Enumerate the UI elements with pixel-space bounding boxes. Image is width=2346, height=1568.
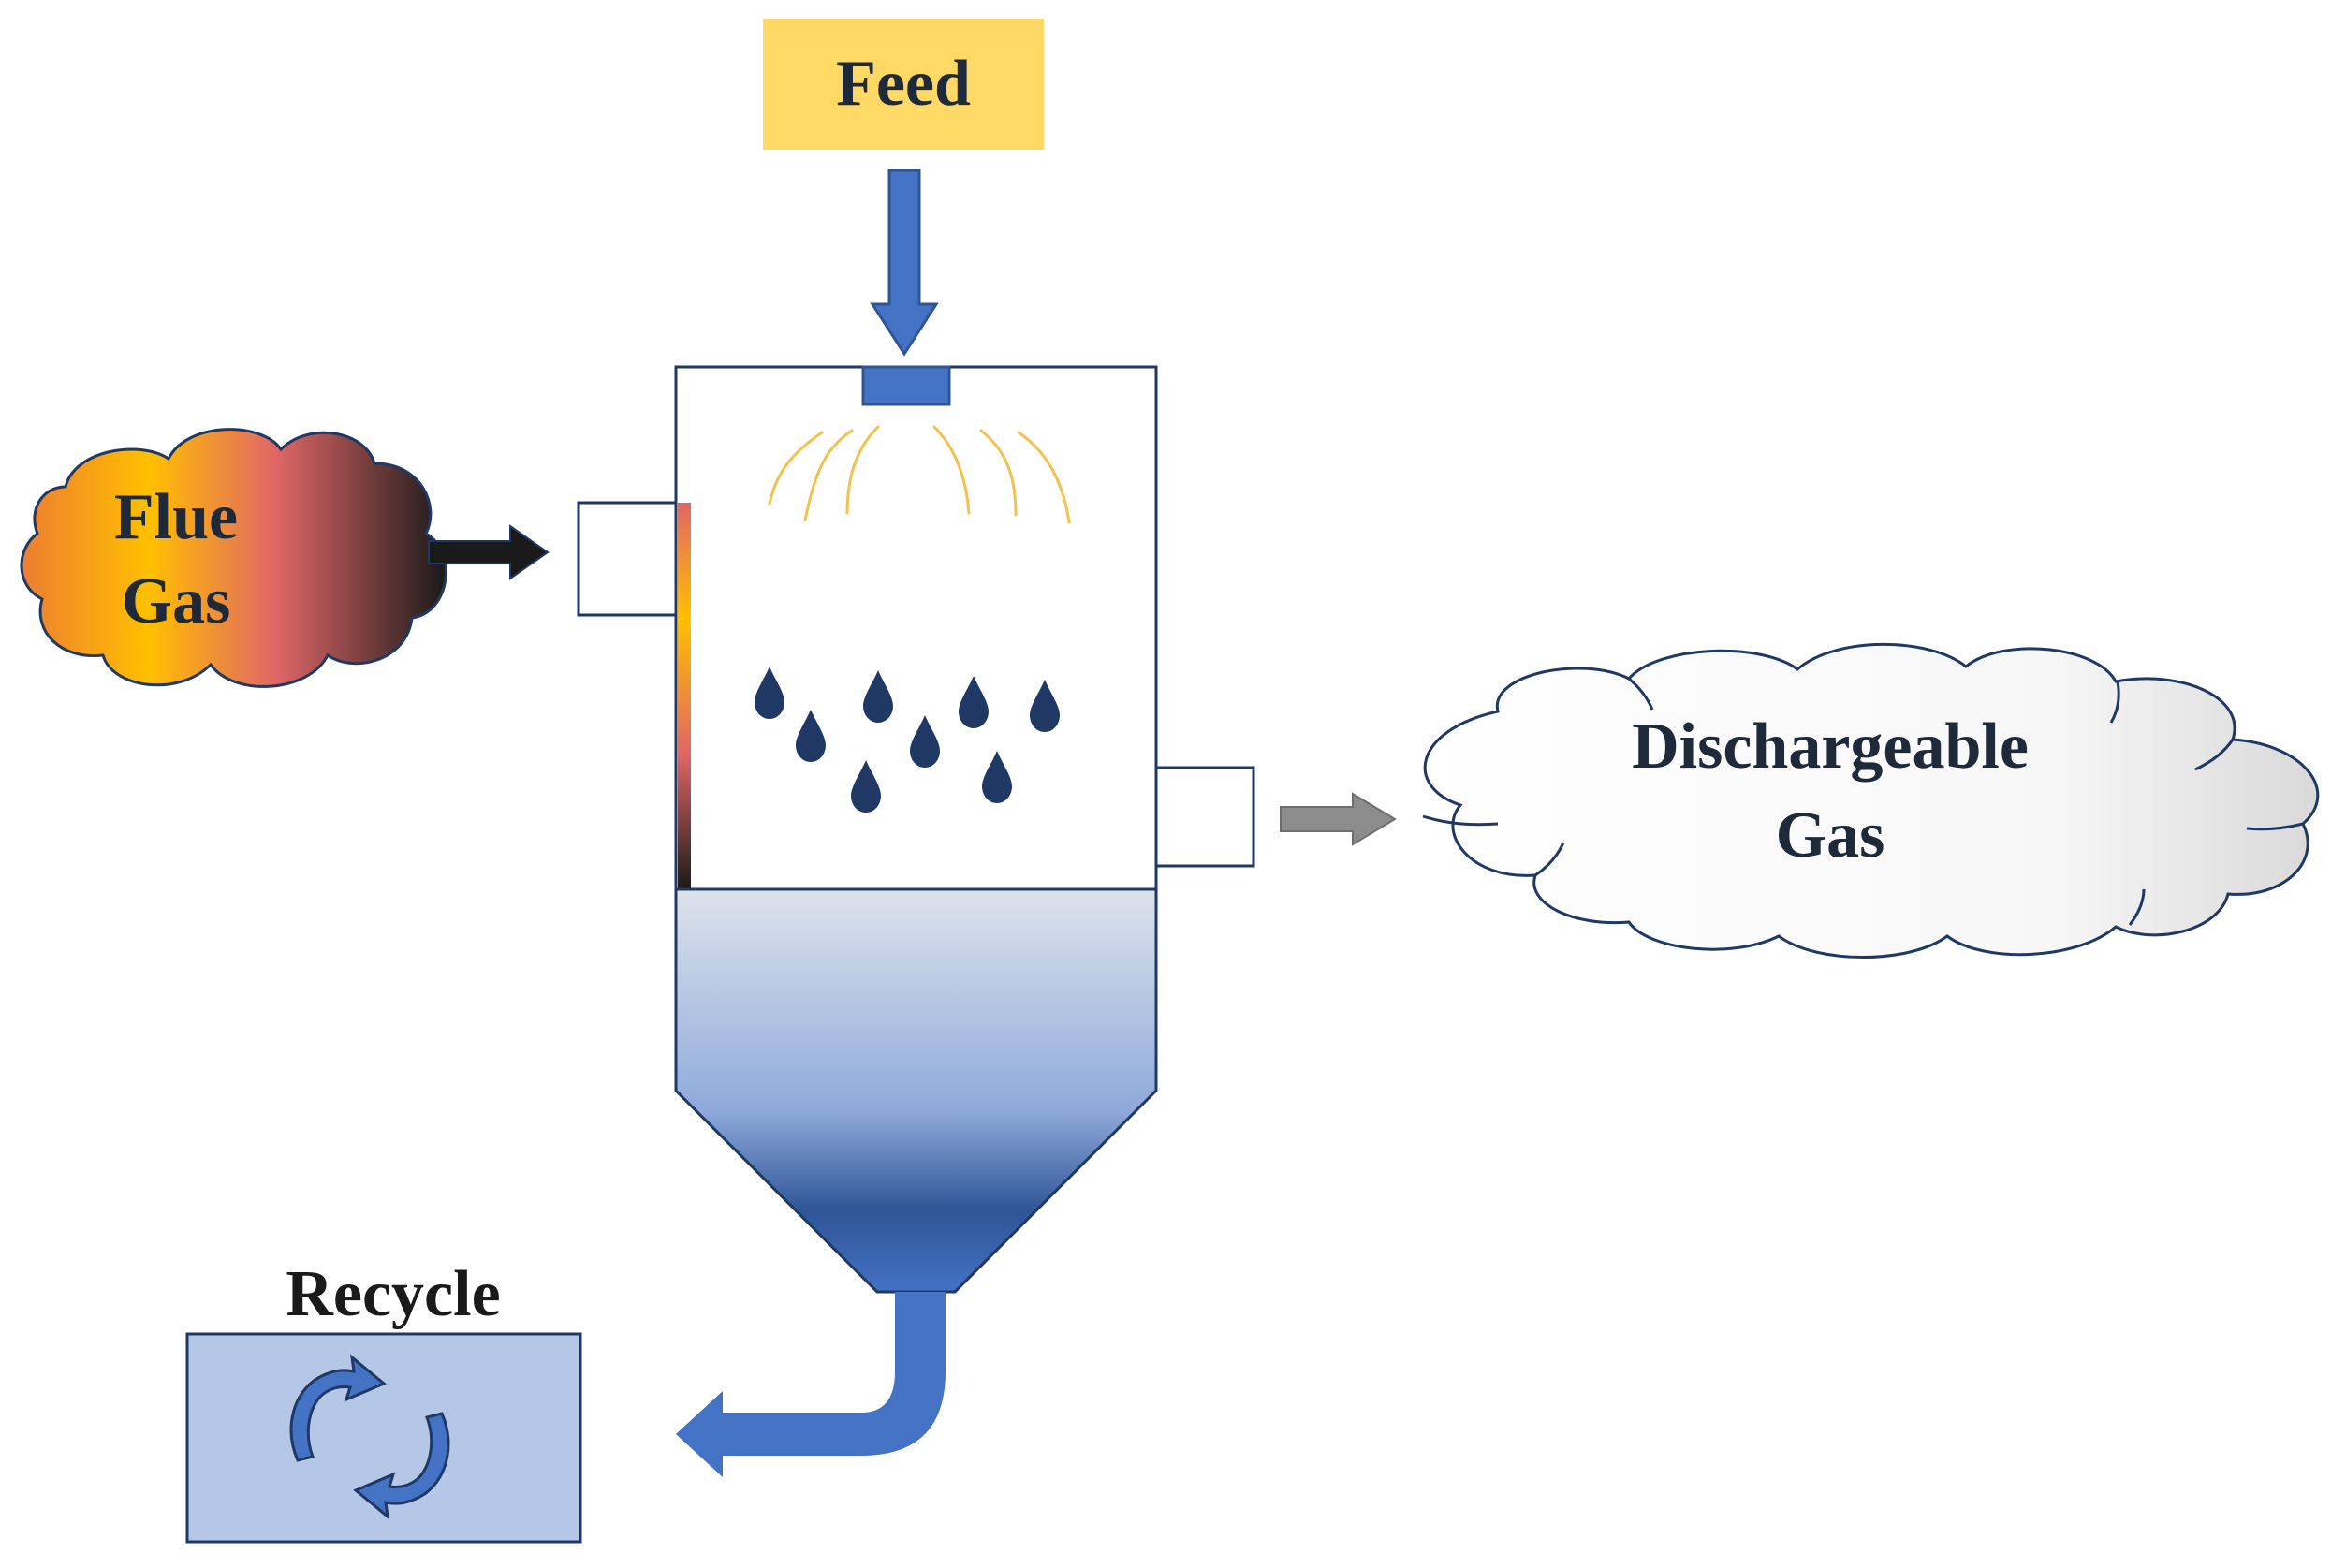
flue-gas-inlet-arrow — [428, 524, 550, 580]
recycle-group: Recycle — [185, 1258, 582, 1544]
gas-outlet-port — [1154, 766, 1255, 868]
recycle-icon — [289, 1354, 450, 1520]
flue-gas-cloud: Flue Gas — [20, 428, 447, 688]
atomizer-nozzle — [861, 365, 951, 406]
flue-gas-label-line1: Flue — [114, 481, 238, 553]
feed-label: Feed — [836, 48, 971, 120]
feed-box — [763, 19, 1044, 150]
dryer-chamber — [674, 365, 1158, 891]
feed-arrow — [870, 169, 939, 357]
dischargeable-gas-label-line1: Dischargeable — [1632, 711, 2029, 783]
flue-gas-cloud-shape — [20, 428, 447, 688]
dischargeable-gas-label-line2: Gas — [1776, 799, 1885, 872]
gas-outlet-arrow — [1280, 792, 1397, 846]
feed-group: Feed — [763, 19, 1044, 357]
product-outlet-arrow — [676, 1292, 946, 1477]
collection-hopper — [674, 887, 1158, 1294]
heated-wall-strip — [678, 503, 691, 889]
recycle-label: Recycle — [286, 1258, 500, 1330]
gas-inlet-port — [577, 501, 678, 617]
heat-wave-icon — [768, 425, 1071, 524]
chamber-wall — [674, 365, 1158, 891]
dischargeable-gas-cloud-shape — [1423, 642, 2320, 959]
flue-gas-label-line2: Gas — [122, 565, 231, 637]
dischargeable-gas-cloud: Dischargeable Gas — [1422, 642, 2320, 959]
